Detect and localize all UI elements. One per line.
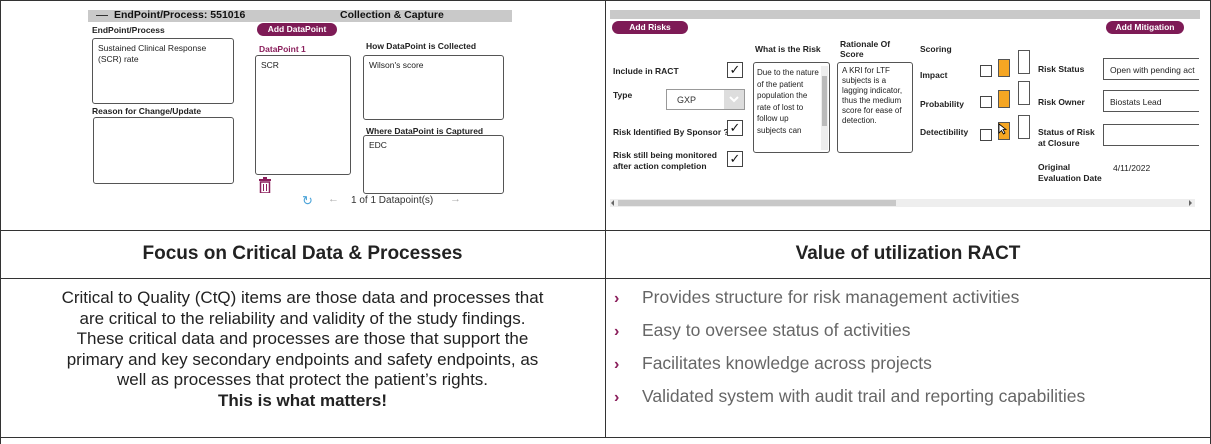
minimize-icon[interactable] <box>96 15 108 16</box>
right-heading: Value of utilization RACT <box>795 243 1021 264</box>
chevron-right-icon: › <box>614 323 620 340</box>
ctq-line-1: Critical to Quality (CtQ) items are thos… <box>61 288 544 307</box>
bullet-text: Provides structure for risk management a… <box>642 287 1020 307</box>
impact-score-box[interactable] <box>1018 50 1030 74</box>
table-divider-vertical <box>605 0 606 438</box>
table-divider-row2 <box>0 278 1211 279</box>
ract-topbar <box>610 10 1200 19</box>
impact-label: Impact <box>920 70 948 80</box>
bullet-text: Validated system with audit trail and re… <box>642 386 1086 406</box>
risk-monitored-label: Risk still being monitored after action … <box>613 150 717 171</box>
chevron-right-icon: › <box>614 290 620 307</box>
horizontal-scrollbar[interactable] <box>610 199 1195 207</box>
risk-owner-value: Biostats Lead <box>1110 97 1162 107</box>
table-divider-row1 <box>0 230 1211 231</box>
impact-checkbox[interactable] <box>980 65 992 77</box>
ctq-emphasis: This is what matters! <box>217 390 388 410</box>
probability-score-swatch <box>998 90 1010 108</box>
cursor-icon <box>998 122 1008 140</box>
risk-identified-checkbox[interactable]: ✓ <box>727 120 743 136</box>
scroll-right-arrow[interactable] <box>1189 200 1192 206</box>
scoring-label: Scoring <box>920 44 952 54</box>
original-eval-label: Original Evaluation Date <box>1038 162 1102 183</box>
prev-arrow-icon[interactable]: ← <box>328 193 339 205</box>
trash-icon[interactable] <box>259 177 271 194</box>
ctq-line-3: These critical data and processes are th… <box>76 329 529 348</box>
ctq-description: Critical to Quality (CtQ) items are thos… <box>0 288 605 411</box>
rationale-field[interactable]: A KRI for LTF subjects is a lagging indi… <box>837 62 913 153</box>
what-is-risk-text: Due to the nature of the patient populat… <box>757 68 819 135</box>
where-captured-label: Where DataPoint is Captured <box>366 126 484 136</box>
bullet-item: › Easy to oversee status of activities <box>614 320 910 341</box>
original-eval-value: 4/11/2022 <box>1113 163 1151 173</box>
endpoint-label: EndPoint/Process <box>92 25 165 35</box>
detectibility-checkbox[interactable] <box>980 129 992 141</box>
include-ract-label: Include in RACT <box>613 66 679 76</box>
chevron-right-icon: › <box>614 389 620 406</box>
reason-field[interactable] <box>93 117 234 184</box>
chevron-down-icon <box>724 90 744 109</box>
type-label: Type <box>613 90 633 100</box>
probability-checkbox[interactable] <box>980 96 992 108</box>
risk-identified-label: Risk Identified By Sponsor ? <box>613 127 729 137</box>
what-is-risk-scrollbar[interactable] <box>821 66 828 150</box>
add-risks-button[interactable]: Add Risks <box>612 21 688 34</box>
risk-status-label: Risk Status <box>1038 64 1085 74</box>
risk-owner-label: Risk Owner <box>1038 97 1085 107</box>
left-heading: Focus on Critical Data & Processes <box>142 243 463 264</box>
ctq-line-2: are critical to the reliability and vali… <box>79 308 526 328</box>
where-captured-field[interactable]: EDC <box>363 135 504 194</box>
ctq-line-5: well as processes that protect the patie… <box>116 370 489 389</box>
datapoint-label: DataPoint 1 <box>259 44 306 54</box>
status-closure-field[interactable] <box>1103 124 1199 146</box>
rationale-label: Rationale Of Score <box>840 39 891 59</box>
probability-label: Probability <box>920 99 964 109</box>
scroll-thumb[interactable] <box>618 200 896 206</box>
risk-status-value: Open with pending act <box>1110 65 1195 75</box>
how-collected-label: How DataPoint is Collected <box>366 41 477 51</box>
risk-owner-field[interactable]: Biostats Lead <box>1103 90 1199 112</box>
status-closure-label: Status of Risk at Closure <box>1038 127 1095 148</box>
bullet-item: › Validated system with audit trail and r… <box>614 386 1085 407</box>
table-border-left <box>0 0 1 444</box>
bullet-text: Easy to oversee status of activities <box>642 320 911 340</box>
endpoint-field[interactable]: Sustained Clinical Response (SCR) rate <box>92 38 234 104</box>
impact-score-swatch <box>998 59 1010 77</box>
detectibility-label: Detectibility <box>920 127 969 137</box>
section-title: Collection & Capture <box>340 9 444 21</box>
what-is-risk-field[interactable]: Due to the nature of the patient populat… <box>753 62 830 153</box>
chevron-right-icon: › <box>614 356 620 373</box>
type-select-value: GXP <box>677 95 697 105</box>
how-collected-field[interactable]: Wilson's score <box>363 55 504 120</box>
reason-label: Reason for Change/Update <box>92 106 202 116</box>
add-mitigation-button[interactable]: Add Mitigation <box>1106 21 1184 34</box>
datapoint-field[interactable]: SCR <box>255 55 351 175</box>
bullet-text: Facilitates knowledge across projects <box>642 353 932 373</box>
bullet-item: › Provides structure for risk management … <box>614 287 1019 308</box>
bullet-item: › Facilitates knowledge across projects <box>614 353 932 374</box>
risk-status-field[interactable]: Open with pending act <box>1103 58 1199 80</box>
scroll-left-arrow[interactable] <box>611 200 614 206</box>
refresh-icon[interactable]: ↻ <box>302 193 313 208</box>
what-is-risk-label: What is the Risk <box>755 44 821 54</box>
add-datapoint-button[interactable]: Add DataPoint <box>257 23 337 36</box>
type-select[interactable]: GXP <box>666 89 745 110</box>
risk-monitored-checkbox[interactable]: ✓ <box>727 151 743 167</box>
endpoint-title: EndPoint/Process: 551016 <box>114 9 246 21</box>
endpoint-titlebar: EndPoint/Process: 551016 Collection & Ca… <box>88 9 512 22</box>
probability-score-box[interactable] <box>1018 81 1030 105</box>
next-arrow-icon[interactable]: → <box>450 193 461 205</box>
detectibility-score-box[interactable] <box>1018 115 1030 139</box>
ctq-line-4: primary and key secondary endpoints and … <box>66 349 539 369</box>
pager-text: 1 of 1 Datapoint(s) <box>351 195 434 206</box>
include-ract-checkbox[interactable]: ✓ <box>727 62 743 78</box>
